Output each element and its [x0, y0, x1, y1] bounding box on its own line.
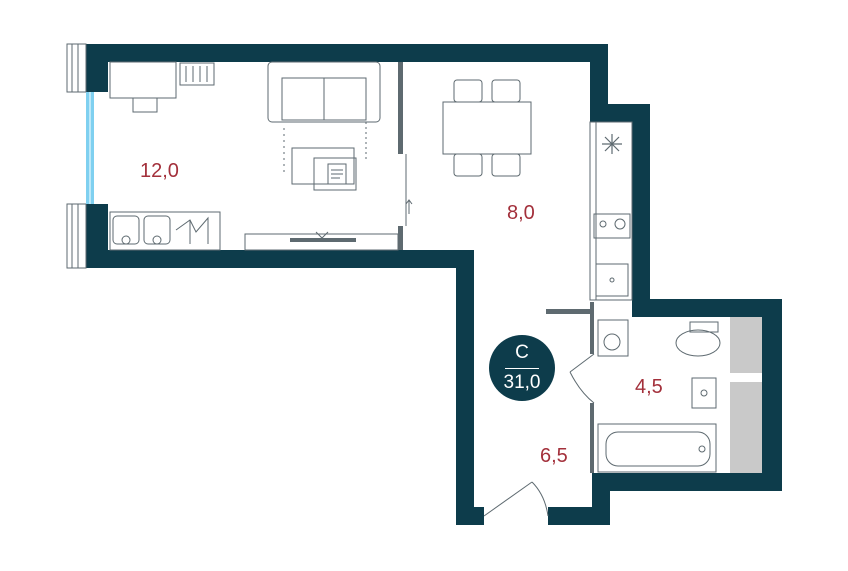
storage-blocks [730, 317, 762, 473]
room-labels: 12,0 8,0 4,5 6,5 [140, 160, 663, 467]
room-area-living: 12,0 [140, 160, 179, 182]
apartment-type: C [515, 342, 529, 363]
bathroom-fixtures [597, 319, 721, 473]
room-area-kitchen: 8,0 [507, 202, 535, 224]
room-area-bathroom: 4,5 [635, 376, 663, 398]
kitchen-furniture [442, 79, 633, 301]
walls [86, 44, 782, 525]
apartment-total-area: 31,0 [503, 372, 541, 393]
living-furniture [109, 61, 399, 251]
badge-divider [505, 368, 539, 369]
room-area-hallway: 6,5 [540, 445, 568, 467]
window [66, 43, 94, 269]
apartment-badge: C 31,0 [489, 335, 555, 401]
snowflake-icon [602, 134, 622, 154]
partitions [398, 62, 594, 473]
doors [405, 199, 595, 517]
